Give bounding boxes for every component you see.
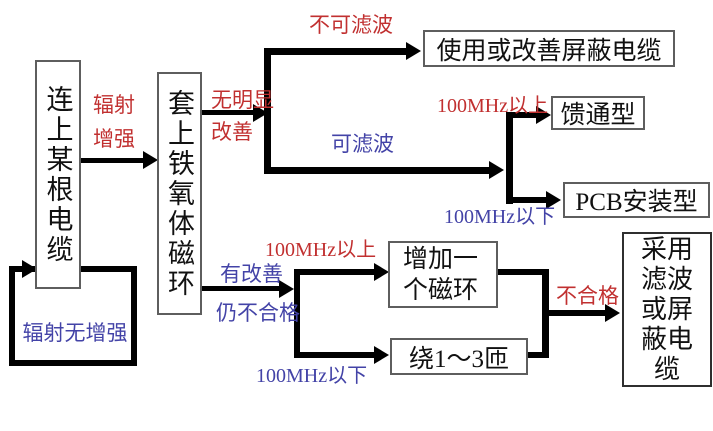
label-fail: 不合格: [556, 284, 619, 308]
label-filterable: 可滤波: [331, 132, 394, 156]
label-below-100mhz-core: 100MHz以下: [256, 365, 368, 387]
connector-no-improvement-branch: [264, 48, 271, 174]
arrowhead-icon: [605, 304, 620, 322]
label-not-filterable: 不可滤波: [309, 13, 393, 37]
box-pcb-mount-type: PCB安装型: [563, 182, 710, 218]
box-add-one-core-label: 增加一个磁环: [403, 245, 479, 304]
arrowhead-icon: [279, 280, 294, 298]
box-feedthrough-type: 馈通型: [551, 96, 645, 130]
box-filter-or-shielded-cable-label: 采用滤波或屏蔽电缆: [640, 234, 693, 384]
arrow-ferrite-no-improvement: [202, 110, 257, 115]
arrowhead-icon: [374, 346, 389, 364]
arrowhead-icon: [489, 161, 504, 179]
label-no-radiation-increase: 辐射无增强: [22, 321, 128, 345]
label-above-100mhz-filter: 100MHz以上: [437, 95, 549, 117]
arrow-ferrite-improved: [202, 286, 279, 291]
arrow-fail-to-final: [549, 310, 605, 316]
label-above-100mhz-core: 100MHz以上: [265, 239, 377, 261]
connector-add-core-out: [498, 269, 544, 275]
box-connect-cable: 连上某根电缆: [35, 60, 81, 289]
box-filter-or-shielded-cable: 采用滤波或屏蔽电缆: [622, 232, 712, 387]
label-no-obvious-improvement: 无明显改善: [211, 88, 274, 144]
box-ferrite-core: 套上铁氧体磁环: [157, 72, 202, 315]
arrowhead-icon: [374, 263, 389, 281]
arrowhead-icon: [143, 151, 158, 169]
arrow-to-feedthrough: [506, 112, 536, 118]
connector-core-frequency-branch: [294, 269, 300, 358]
box-add-one-core: 增加一个磁环: [388, 241, 498, 308]
box-wind-1-3-turns: 绕1～3匝: [390, 338, 528, 375]
connector-wind-turns-out: [528, 352, 544, 358]
arrow-to-wind-turns: [294, 352, 374, 358]
box-use-shielded-cable: 使用或改善屏蔽电缆: [423, 30, 675, 67]
connector-filter-frequency-branch: [506, 112, 513, 204]
arrow-filterable: [264, 167, 489, 174]
arrow-not-filterable: [264, 48, 407, 55]
label-still-fail: 仍不合格: [216, 301, 300, 325]
connector-merge: [542, 269, 549, 358]
label-improved: 有改善: [220, 262, 283, 286]
label-radiation-increase: 辐射增强: [93, 93, 135, 151]
label-below-100mhz-filter: 100MHz以下: [444, 206, 556, 228]
arrowhead-icon: [406, 42, 421, 60]
arrow-connect-to-ferrite: [81, 158, 143, 163]
arrow-to-add-core: [294, 269, 374, 275]
loop-arrowhead-icon: [22, 260, 37, 278]
arrowhead-icon: [536, 106, 551, 124]
arrow-to-pcb-mount: [506, 197, 546, 203]
arrowhead-icon: [546, 191, 561, 209]
